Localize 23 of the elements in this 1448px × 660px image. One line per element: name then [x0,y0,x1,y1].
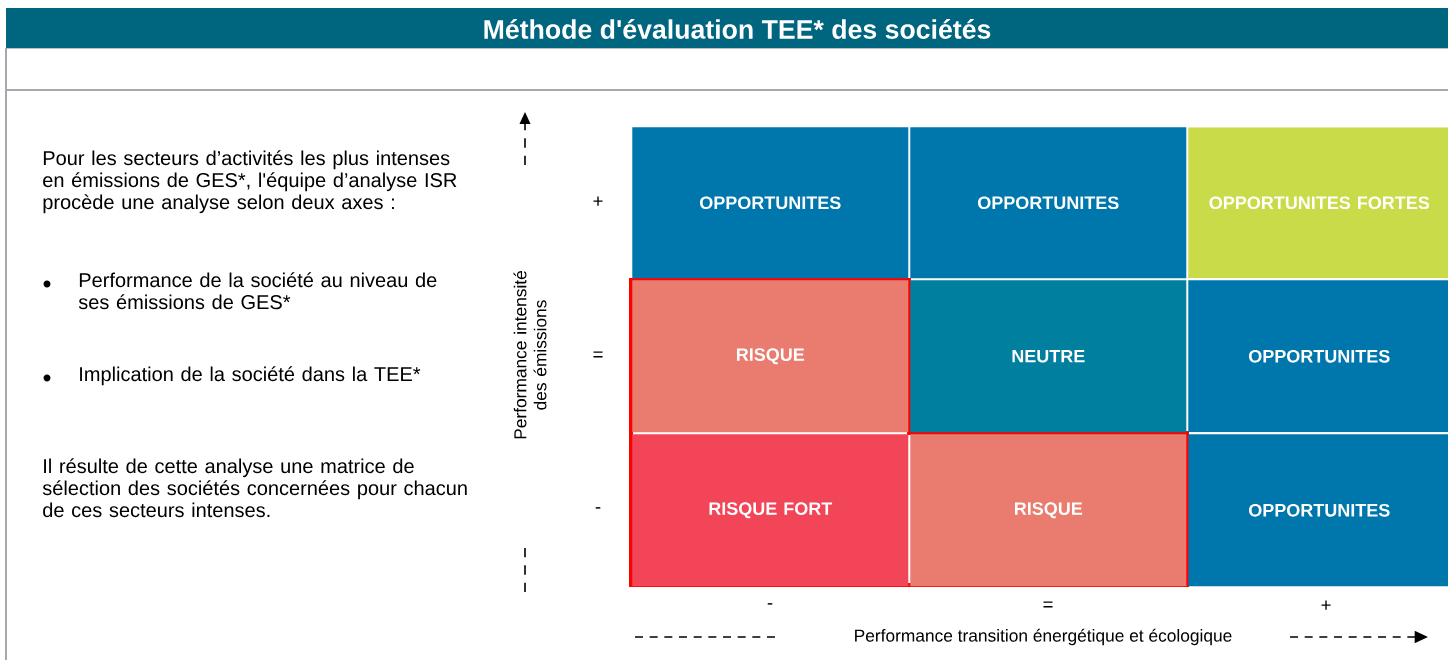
matrix-cell: OPPORTUNITES [910,127,1187,279]
bullet-item: Performance de la société au niveau de ses émissions de GES* [78,272,437,310]
node-label: OPPORTUNITES [700,196,841,210]
axis-label: Performance transition énergétique et écologique [855,628,1232,646]
matrix-cell: RISQUE FORT [632,434,909,587]
axis-tick-label: + [593,196,603,206]
axis-tick-label: = [593,351,603,358]
matrix-cell: NEUTRE [910,280,1187,433]
axis-tick-label: - [595,507,601,509]
matrix-cell: OPPORTUNITES [1188,434,1448,587]
matrix-cell: OPPORTUNITES [632,127,909,279]
node-label: OPPORTUNITES [1249,503,1390,517]
matrix-cell: RISQUE [632,280,909,433]
paragraph: Pour les secteurs d’activités les plus intenses en émissions de GES*, l'équipe d’analyse ISR procède une analyse selon deux axes : [43,150,457,214]
title-bar: Méthode d'évaluation TEE* des sociétés [6,8,1448,48]
node-label: OPPORTUNITES [978,196,1119,210]
matrix-cell: OPPORTUNITES FORTES [1188,127,1448,279]
matrix-cell: OPPORTUNITES [1188,280,1448,433]
paragraph: Il résulte de cette analyse une matrice de sélection des sociétés concernées pour chacun de ces secteurs intenses. [42,458,467,518]
matrix-cell: RISQUE [910,434,1187,587]
bullet-item: Implication de la société dans la TEE* [80,366,421,386]
node-label: OPPORTUNITES [1249,349,1390,363]
axis-label: Performance intensité des émissions [513,271,547,439]
